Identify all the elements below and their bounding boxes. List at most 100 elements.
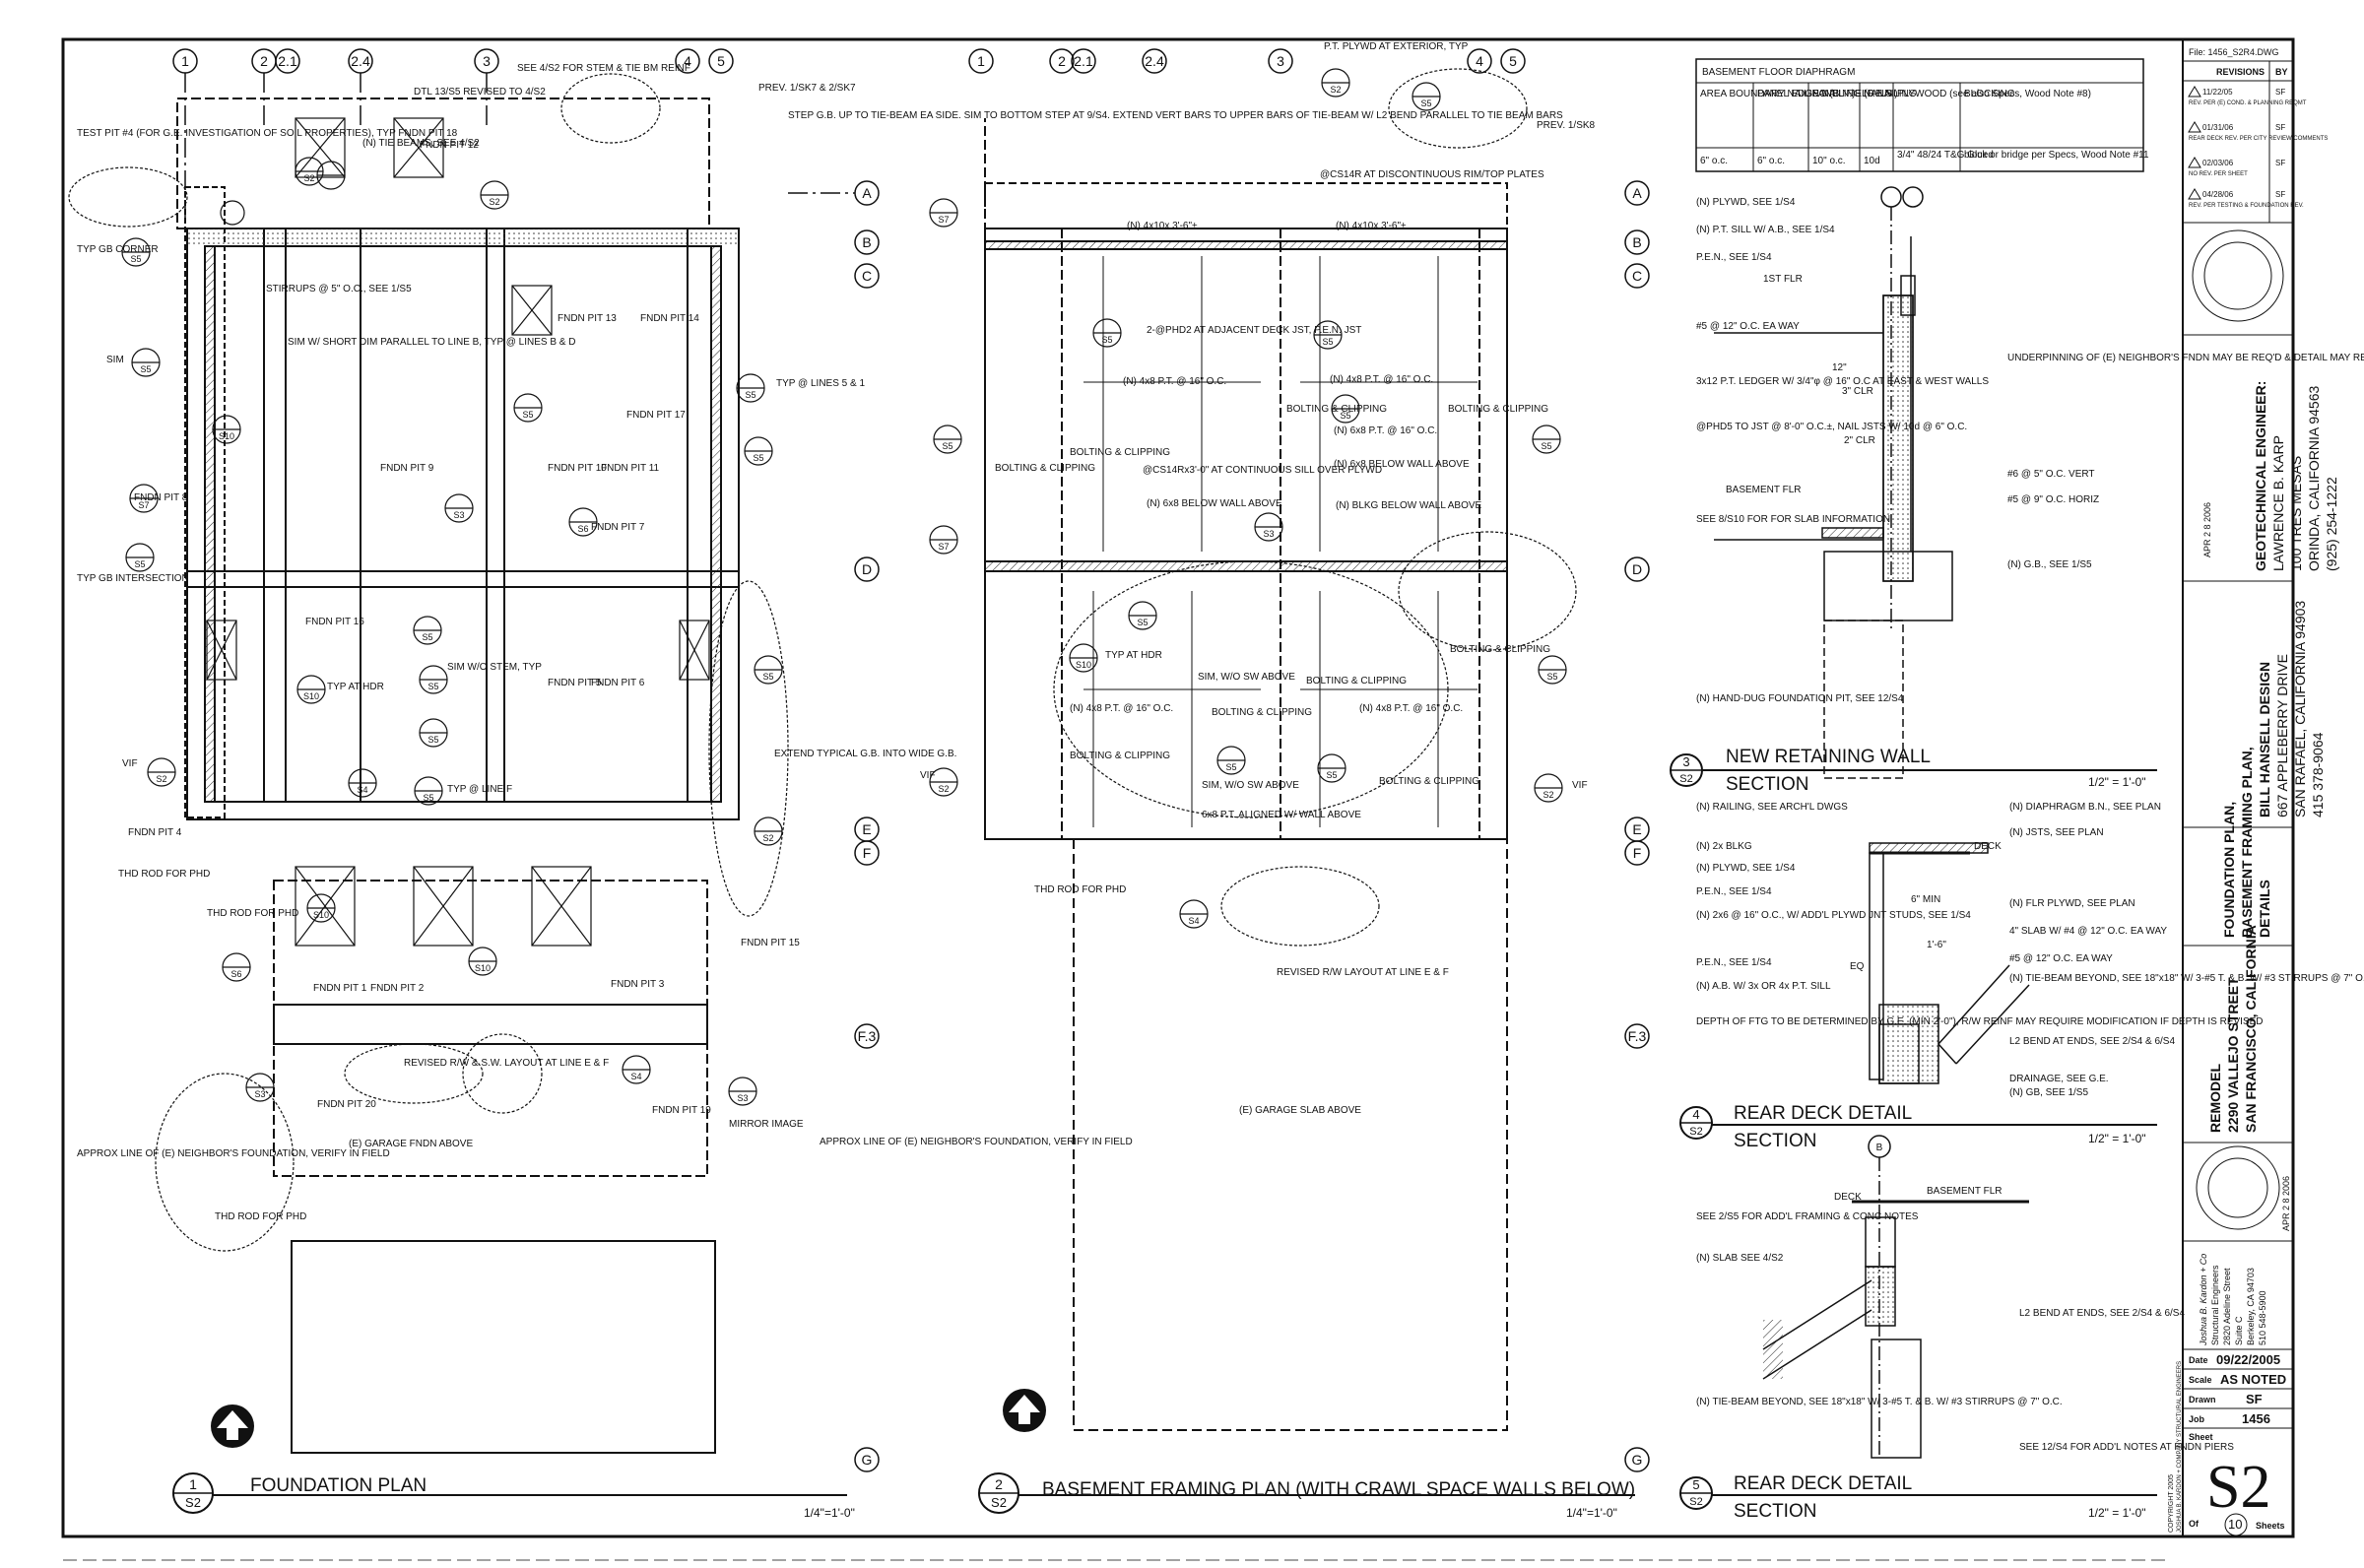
sym-s2: S2 [303, 173, 314, 183]
sym-s7: S7 [138, 500, 149, 510]
framing-grid-col-5: 5 [1509, 53, 1517, 69]
diaphragm-v4: 10d [1864, 156, 1880, 166]
framing-sym-s5: S5 [1326, 770, 1337, 780]
foundation-plan-title-text: FOUNDATION PLAN [250, 1475, 427, 1496]
rw-sheet: S2 [1679, 773, 1692, 785]
note-bolting-g: BOLTING & CLIPPING [1306, 676, 1407, 686]
rear-deck-detail-5: B DECK BASEMENT FLR SEE 2/S5 FOR ADD'L F… [1679, 1135, 2234, 1522]
tb-firm-4: Suite C [2234, 1316, 2244, 1345]
rw-note-plywd: (N) PLYWD, SEE 1/S4 [1696, 197, 1796, 208]
tb-geotech-1: GEOTECHNICAL ENGINEER: [2253, 381, 2268, 571]
d4-num: 4 [1692, 1107, 1699, 1122]
diaphragm-h5: PLYWOOD (see also Specs, Wood Note #8) [1897, 89, 2091, 99]
d4-diaphragm: (N) DIAPHRAGM B.N., SEE PLAN [2009, 802, 2161, 813]
note-vif-left: VIF [920, 770, 936, 781]
framing-grid-col-4: 4 [1476, 53, 1483, 69]
note-neighbor-fndn-right: APPROX LINE OF (E) NEIGHBOR'S FOUNDATION… [820, 1137, 1133, 1147]
note-vif-right: VIF [1572, 780, 1588, 791]
framing-row-g: G [1632, 1452, 1643, 1468]
fndn-pit-14: FNDN PIT 14 [640, 313, 699, 324]
d4-gb: (N) GB, SEE 1/S5 [2009, 1087, 2088, 1098]
d4-deck: DECK [1974, 841, 2002, 852]
foundation-plan-scale: 1/4"=1'-0" [804, 1506, 855, 1520]
tb-rev4-date: 04/28/06 [2202, 190, 2234, 199]
diaphragm-table: BASEMENT FLOOR DIAPHRAGM AREA BOUNDARY N… [1695, 58, 2149, 172]
note-see-4-s2: SEE 4/S2 FOR STEM & TIE BM REINF [517, 63, 690, 74]
tb-of-label: Of [2189, 1519, 2200, 1529]
framing-row-b: B [1632, 234, 1641, 250]
d5-slab: (N) SLAB SEE 4/S2 [1696, 1253, 1784, 1264]
tb-rev4-desc: REV. PER TESTING & FOUNDATION REV. [2189, 203, 2304, 209]
d5-tie-beam: (N) TIE-BEAM BEYOND, SEE 18"x18" W/ 3-#5… [1696, 1397, 2063, 1407]
framing-grid-column-labels: 1 2 2.1 2.4 3 4 5 [977, 53, 1517, 69]
note-neighbor-fndn-left: APPROX LINE OF (E) NEIGHBOR'S FOUNDATION… [77, 1148, 390, 1159]
rw-note-hand-dug: (N) HAND-DUG FOUNDATION PIT, SEE 12/S4 [1696, 693, 1904, 704]
note-typ-gb-corner: TYP GB CORNER [77, 244, 159, 255]
note-step-gb: STEP G.B. UP TO TIE-BEAM EA SIDE. SIM TO… [788, 110, 1563, 121]
fndn-pit-16: FNDN PIT 16 [305, 617, 364, 627]
grid-col-5: 5 [717, 53, 725, 69]
tb-sheet-title-1: FOUNDATION PLAN, [2221, 802, 2237, 938]
framing-grid-col-2: 2 [1058, 53, 1066, 69]
framing-grid-col-2-4: 2.4 [1145, 53, 1164, 69]
sym-s5: S5 [130, 254, 141, 264]
d4-pen: P.E.N., SEE 1/S4 [1696, 886, 1772, 897]
note-cs14r-3: @CS14Rx3'-0" AT CONTINUOUS SILL OVER PLY… [1143, 465, 1382, 476]
tb-date-value: 09/22/2005 [2216, 1352, 2280, 1367]
framing-row-f3: F.3 [1628, 1028, 1647, 1044]
rw-note-5-12: #5 @ 12" O.C. EA WAY [1696, 321, 1800, 332]
tb-drawn-label: Drawn [2189, 1395, 2216, 1405]
note-typ-at-hdr: TYP AT HDR [327, 682, 384, 692]
d4-5-12: #5 @ 12" O.C. EA WAY [2009, 953, 2113, 964]
fndn-pit-4: FNDN PIT 4 [128, 827, 182, 838]
framing-plan-title: 2 S2 BASEMENT FRAMING PLAN (WITH CRAWL S… [978, 1472, 1635, 1520]
retaining-wall-detail: (N) PLYWD, SEE 1/S4 (N) P.T. SILL W/ A.B… [1670, 186, 2364, 795]
note-garage-slab: (E) GARAGE SLAB ABOVE [1239, 1105, 1361, 1116]
foundation-plan-num: 1 [189, 1476, 197, 1492]
sym-s10: S10 [475, 963, 491, 973]
tb-geotech-5: (925) 254-1222 [2324, 477, 2339, 571]
framing-sym-s10: S10 [1076, 660, 1091, 670]
note-revised-rw: REVISED R/W & S.W. LAYOUT AT LINE E & F [404, 1058, 609, 1069]
d5-l2-bend: L2 BEND AT ENDS, SEE 2/S4 & 6/S4 [2019, 1308, 2185, 1319]
note-sim-short-dim: SIM W/ SHORT DIM PARALLEL TO LINE B, TYP… [288, 337, 575, 348]
d5-num: 5 [1692, 1477, 1699, 1492]
rw-note-underpinning: UNDERPINNING OF (E) NEIGHBOR'S FNDN MAY … [2007, 353, 2364, 363]
note-garage-fndn: (E) GARAGE FNDN ABOVE [349, 1139, 473, 1149]
tb-architect-4: 415 378-9064 [2310, 732, 2326, 817]
note-prev-sk7: PREV. 1/SK7 & 2/SK7 [758, 83, 856, 94]
sym-s2: S2 [156, 774, 166, 784]
framing-row-c: C [1632, 268, 1642, 284]
framing-grid-col-1: 1 [977, 53, 985, 69]
fndn-pit-20: FNDN PIT 20 [317, 1099, 376, 1110]
tb-scale-label: Scale [2189, 1375, 2212, 1385]
sym-s5: S5 [762, 672, 773, 682]
tb-job-label: Job [2189, 1414, 2205, 1424]
foundation-pit-labels: FNDN PIT 1 FNDN PIT 2 FNDN PIT 3 FNDN PI… [128, 140, 800, 1116]
foundation-grid-columns [172, 48, 734, 227]
sym-s3: S3 [737, 1093, 748, 1103]
sym-s5: S5 [427, 682, 438, 691]
tb-project-2: 2290 VALLEJO STREET [2225, 977, 2241, 1133]
basement-framing-plan: 1 2 2.1 2.4 3 4 5 A B C D E F F.3 G [122, 41, 1650, 1520]
tb-architect-3: SAN RAFAEL, CALIFORNIA 94903 [2292, 601, 2308, 817]
note-revised-rw-framing: REVISED R/W LAYOUT AT LINE E & F [1277, 967, 1449, 978]
tb-firm-5: Berkeley, CA 94703 [2246, 1268, 2256, 1345]
note-typ-hdr: TYP AT HDR [1105, 650, 1162, 661]
d4-tie-beam: (N) TIE-BEAM BEYOND, SEE 18"x18" W/ 3-#5… [2009, 973, 2364, 984]
framing-section-symbol-labels: S7 S5 S7 S2 S2 S5 S5 S5 S5 S3 S5 S5 S10 … [938, 85, 1557, 926]
d5-title-1: REAR DECK DETAIL [1734, 1473, 1912, 1494]
tb-geotech-3: 100 TRES MESAS [2288, 456, 2304, 571]
diaphragm-v5: 3/4" 48/24 T&G Glued [1897, 150, 1994, 161]
rw-note-5-horiz: #5 @ 9" O.C. HORIZ [2007, 494, 2099, 505]
grid-row-a: A [862, 185, 872, 201]
sym-s10: S10 [219, 431, 234, 441]
rw-note-12in: 12" [1832, 362, 1847, 373]
framing-sym-s5: S5 [1101, 335, 1112, 345]
note-bolting-b: BOLTING & CLIPPING [995, 463, 1095, 474]
note-extend-gb: EXTEND TYPICAL G.B. INTO WIDE G.B. [774, 749, 956, 759]
note-vif-fndn: VIF [122, 758, 138, 769]
rw-title-2: SECTION [1726, 774, 1808, 795]
d5-deck: DECK [1834, 1192, 1862, 1203]
tb-by-header: BY [2275, 67, 2288, 77]
